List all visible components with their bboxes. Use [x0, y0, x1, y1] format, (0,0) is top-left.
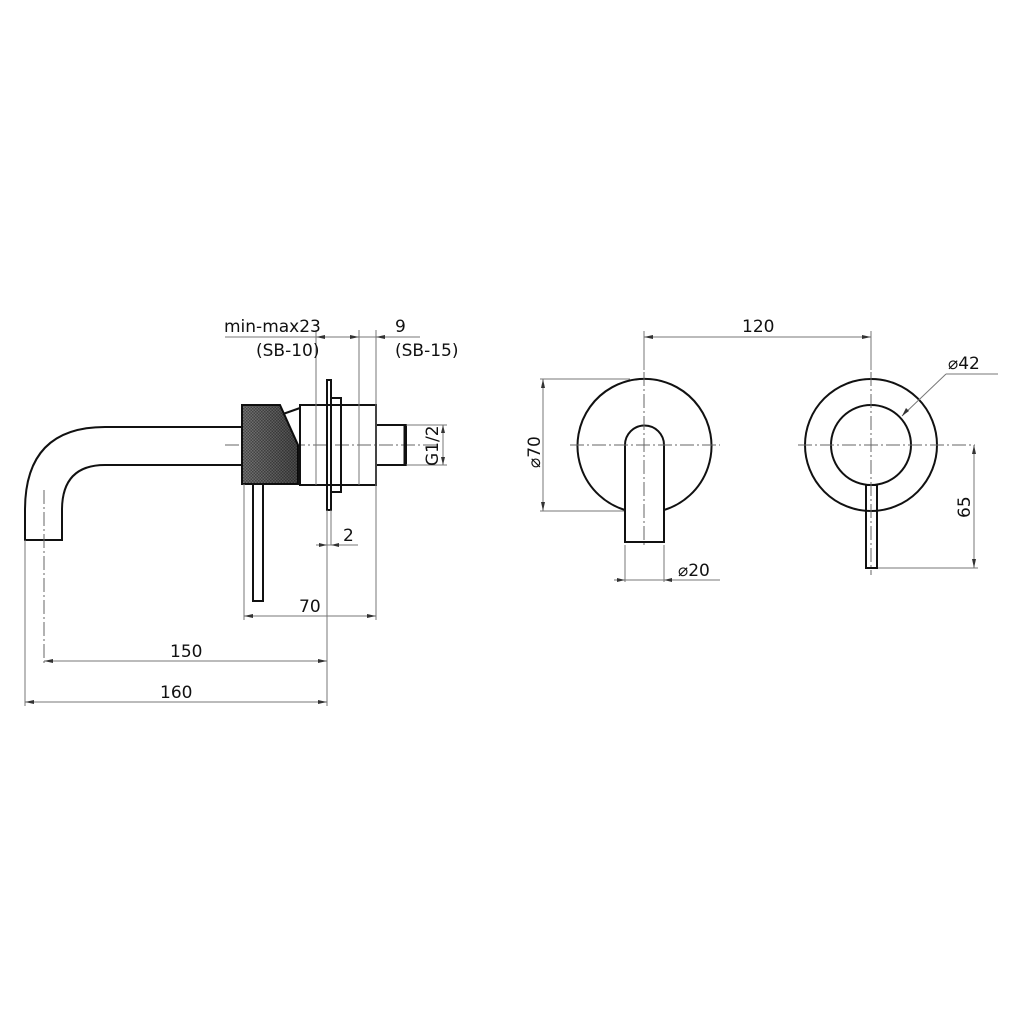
dim-160: 160: [160, 683, 192, 703]
dim-min-max: min-max23: [224, 317, 321, 337]
dim-150: 150: [170, 642, 202, 662]
dim-nine: 9: [395, 317, 406, 337]
dim-knob-dia: ⌀42: [948, 354, 980, 374]
dim-thread: G1/2: [423, 425, 443, 466]
dim-lever-len: 65: [955, 496, 975, 518]
mixer-plate: [798, 372, 975, 575]
knurled-body: [241, 404, 301, 485]
dim-plate-dia: ⌀70: [525, 436, 545, 468]
spout-outline: [24, 426, 242, 541]
spout-plate: [570, 372, 720, 548]
dim-sb10: (SB-10): [256, 341, 319, 361]
dim-spout-dia: ⌀20: [678, 561, 710, 581]
dim-seventy: 70: [299, 597, 321, 617]
dim-sb15: (SB-15): [395, 341, 458, 361]
dim-spacing: 120: [742, 317, 774, 337]
dim-two: 2: [343, 526, 354, 546]
front-view: 120 ⌀70 ⌀20 ⌀: [525, 317, 998, 582]
lever: [252, 483, 264, 602]
side-view: min-max23 (SB-10) 9 (SB-15) G1/2 2 70 15…: [24, 317, 458, 706]
